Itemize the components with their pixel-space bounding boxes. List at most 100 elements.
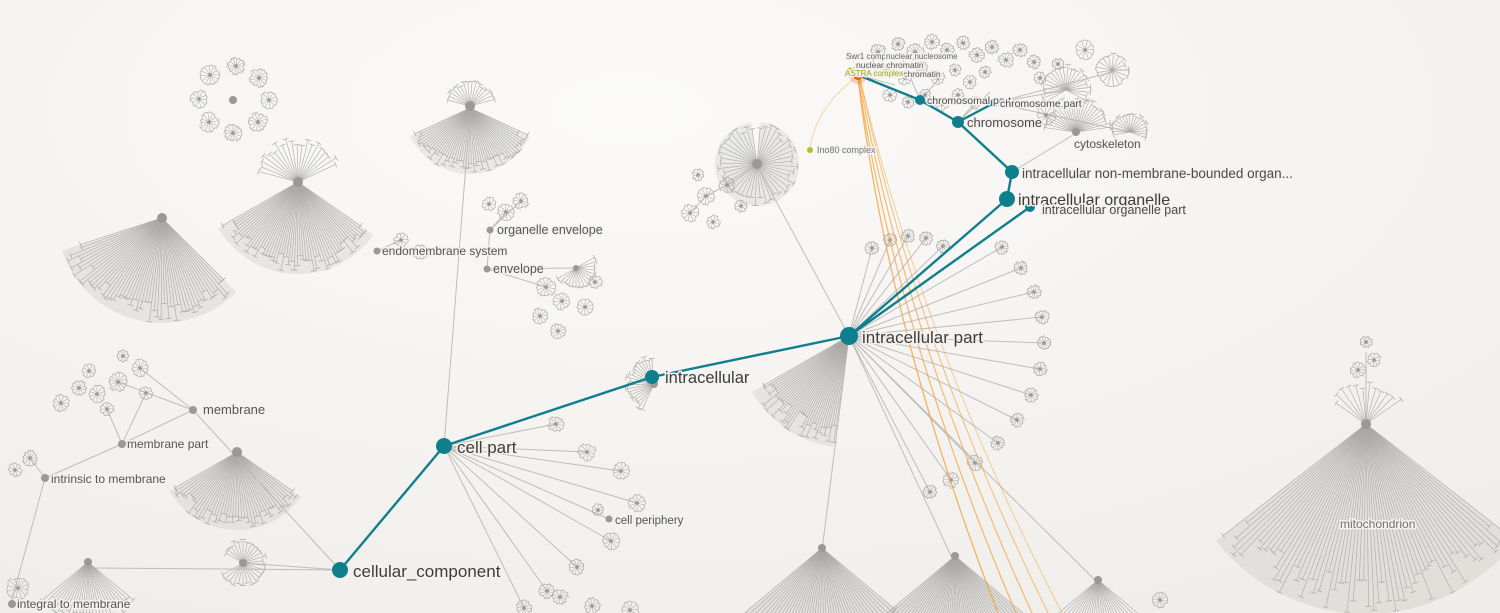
gray-edge [486,267,577,270]
collapsed-term-node[interactable] [84,558,92,566]
label-mitochondrion[interactable]: mitochondrion [1339,516,1417,533]
term-node-cell-part[interactable] [436,438,452,454]
term-node-non-membrane-bounded[interactable] [1005,165,1019,179]
fan-cluster [555,254,598,289]
leaf-spoke [297,145,303,183]
leaf-spoke [1111,58,1125,71]
label-chromosome-part[interactable]: chromosome part [999,97,1084,112]
leaf-spoke [1129,126,1147,133]
collapsed-term-node[interactable] [605,515,613,523]
term-node-astra-complex[interactable] [847,67,853,73]
label-chromosome[interactable]: chromosome [966,114,1044,132]
label-cytoskeleton[interactable]: cytoskeleton [1073,136,1143,153]
term-node-intracellular-organelle-part[interactable] [1025,202,1035,212]
leaf-tick [143,370,148,376]
collapsed-term-node[interactable] [118,440,126,448]
leaf-spoke [954,555,1003,613]
term-node-ino80-complex[interactable] [807,147,813,153]
leaf-tick [791,153,794,160]
collapsed-term-node[interactable] [293,177,303,187]
label-integral-to-membrane[interactable]: integral to membrane [16,596,133,613]
collapsed-term-node[interactable] [189,406,197,414]
leaf-tick [980,48,985,55]
collapsed-term-node[interactable] [239,559,247,567]
leaf-tick [767,391,772,397]
leaf-spoke [185,451,238,497]
leaf-tick [268,255,275,259]
term-node-intracellular-part[interactable] [840,327,858,345]
label-cell-part[interactable]: cell part [456,437,519,459]
collapsed-term-node[interactable] [373,247,381,255]
label-nuclear-chromatin-1[interactable]: nuclear chromatin [855,59,926,72]
collapsed-term-node[interactable] [8,600,16,608]
leaf-spoke [236,451,271,508]
label-envelope[interactable]: envelope [492,261,546,278]
leaf-tick [990,440,992,448]
leaf-spoke [201,451,238,518]
leaf-tick [1009,415,1012,423]
label-swr1-complex[interactable]: Swr1 complex [845,51,898,63]
collapsed-term-node[interactable] [573,265,579,271]
term-node-intracellular[interactable] [645,370,659,384]
leaf-tick [956,88,963,91]
leaf-tick [250,72,253,79]
term-node-nuclear-chromatin[interactable] [853,70,863,80]
collapsed-term-node[interactable] [1094,576,1102,584]
label-intracellular-part[interactable]: intracellular part [861,327,985,349]
collapsed-term-node[interactable] [951,552,959,560]
label-organelle-envelope[interactable]: organelle envelope [496,222,605,239]
leaf-spoke [785,335,850,414]
term-node-chromosomal-part[interactable] [915,95,925,105]
collapsed-term-node[interactable] [818,544,826,552]
label-astra-complex[interactable]: ASTRA complex [844,68,905,80]
collapsed-term-node[interactable] [1072,128,1080,136]
leaf-tick [228,123,236,126]
label-cellular-component[interactable]: cellular_component [352,561,503,583]
label-intracellular-organelle[interactable]: intracellular organelle [1017,191,1172,211]
label-chromosomal-part[interactable]: chromosomal part [926,94,1013,109]
label-intracellular[interactable]: intracellular [664,368,752,389]
leaf-tick [934,99,937,107]
leaf-tick [514,150,520,156]
collapsed-term-node[interactable] [1361,419,1371,429]
term-node-cellular-component[interactable] [332,562,348,578]
term-node-intracellular-organelle[interactable] [999,191,1015,207]
label-non-membrane-bounded[interactable]: intracellular non-membrane-bounded organ… [1021,165,1295,183]
collapsed-term-node[interactable] [41,474,49,482]
label-membrane[interactable]: membrane [202,401,267,419]
collapsed-term-node[interactable] [465,101,475,111]
gray-edge [443,445,622,472]
leaf-tick [513,194,518,200]
leaf-tick [260,245,266,250]
collapsed-term-node[interactable] [483,265,491,273]
leaf-tick [213,114,218,121]
leaf-tick [121,598,127,604]
leaf-spoke [1081,579,1099,613]
collapsed-term-node[interactable] [229,96,237,104]
collapsed-term-node[interactable] [232,447,242,457]
leaf-tick [1375,362,1381,367]
leaf-tick [548,419,551,426]
leaf-tick [994,245,997,252]
collapsed-term-node[interactable] [157,213,167,223]
label-cell-periphery[interactable]: cell periphery [614,514,686,529]
leaf-spoke [161,217,172,307]
label-endomembrane-system[interactable]: endomembrane system [381,243,509,260]
leaf-spoke [808,335,850,426]
label-intracellular-organelle-part[interactable]: intracellular organelle part [1041,202,1188,219]
label-nuclear-chromatin-2[interactable]: nuclear chromatin [872,68,943,81]
label-ino80-complex[interactable]: Ino80 complex [816,144,878,157]
term-node-chromosome-part[interactable] [990,99,998,107]
leaf-tick [602,540,606,547]
label-nuclear-nucleosome[interactable]: nuclear nucleosome [885,51,960,63]
highlight-edge [956,120,1014,174]
term-node-chromosome[interactable] [952,116,964,128]
leaf-spoke [236,451,272,517]
collapsed-term-node[interactable] [486,226,494,234]
label-intrinsic-to-membrane[interactable]: intrinsic to membrane [50,471,168,488]
leaf-spoke [1075,116,1105,133]
collapsed-term-node[interactable] [752,159,762,169]
label-membrane-part[interactable]: membrane part [126,436,211,453]
